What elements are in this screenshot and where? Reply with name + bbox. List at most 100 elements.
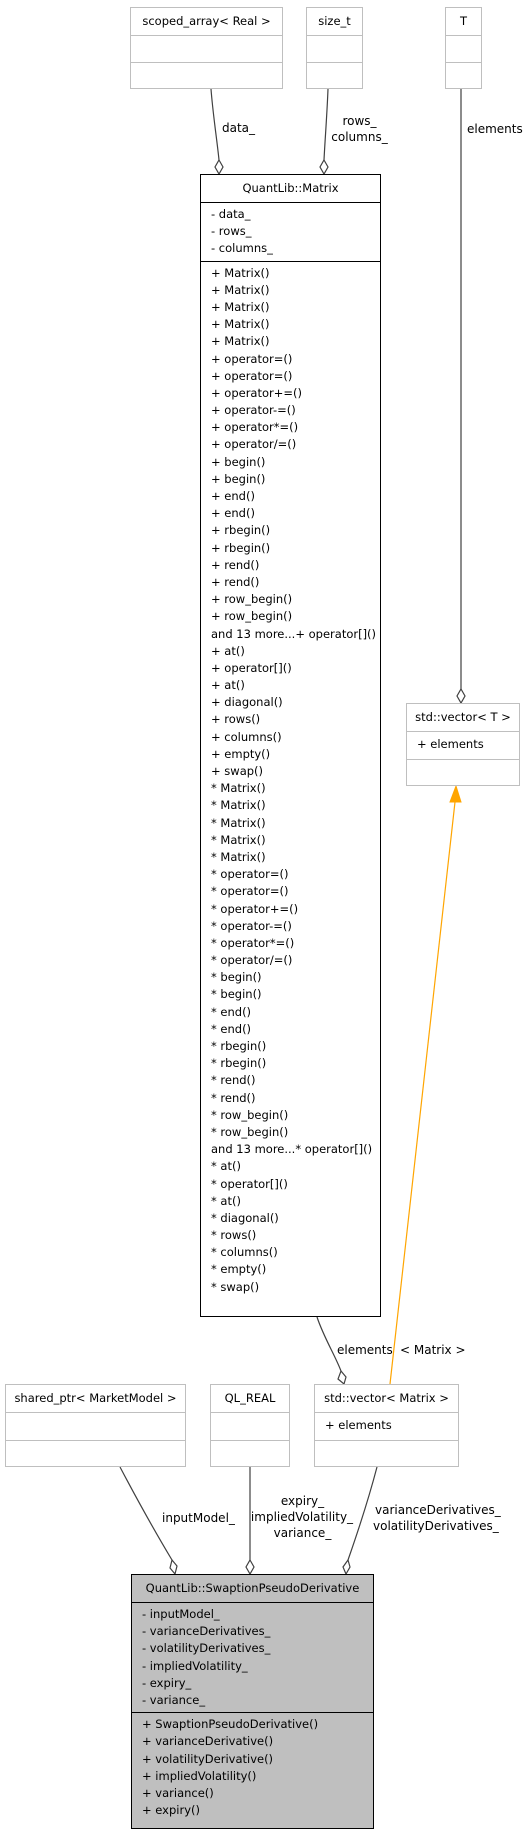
method-item: * rows() (211, 1228, 257, 1243)
methods-section: + SwaptionPseudoDerivative()+ varianceDe… (132, 1712, 373, 1822)
diamond-elements-t (456, 687, 466, 705)
diamond-elements-matrix (337, 1369, 347, 1386)
method-item: + operator+=() (211, 385, 302, 400)
class-quantlib-matrix[interactable]: QuantLib::Matrix - data_- rows_- columns… (200, 174, 381, 1317)
methods-section (315, 1440, 458, 1466)
attribute-item: - volatilityDerivatives_ (142, 1641, 271, 1656)
method-item: + row_begin() (211, 609, 293, 624)
method-item: + expiry() (142, 1803, 200, 1818)
attribute-item: - variance_ (142, 1692, 206, 1707)
method-item: + row_begin() (211, 592, 293, 607)
attribute-item: + elements (417, 737, 484, 751)
attribute-item: - rows_ (211, 224, 252, 239)
class-swaption-pseudo-derivative[interactable]: QuantLib::SwaptionPseudoDerivative - inp… (131, 1574, 374, 1829)
method-item: + rbegin() (211, 523, 271, 538)
diamond-data (214, 158, 224, 176)
method-item: + Matrix() (211, 317, 270, 332)
method-item: + Matrix() (211, 265, 270, 280)
edge-input-model (119, 1466, 173, 1561)
class-title: QuantLib::SwaptionPseudoDerivative (145, 1581, 360, 1595)
edge-label-elements-t: elements (467, 122, 523, 136)
attribute-item: + elements (325, 1418, 392, 1432)
attribute-item: - columns_ (211, 241, 273, 256)
attributes-section: - data_ - rows_ - columns_ (201, 202, 380, 261)
methods-section (6, 1440, 185, 1466)
class-size-t[interactable]: size_t (306, 7, 363, 89)
attribute-item: - data_ (211, 207, 251, 221)
edge-label-expiry: expiry_ (280, 1494, 325, 1508)
method-item: + diagonal() (211, 695, 283, 710)
method-item: + rend() (211, 557, 260, 572)
edge-elements-matrix (316, 1316, 342, 1372)
class-title: QL_REAL (224, 1391, 276, 1405)
class-title: std::vector< T > (415, 710, 511, 724)
attributes-section: + elements (407, 731, 519, 759)
method-item: + Matrix() (211, 282, 270, 297)
attribute-item: - expiry_ (142, 1675, 192, 1690)
edge-label-implied-volatility: impliedVolatility_ (250, 1510, 354, 1524)
edge-label-template-arg: < Matrix > (400, 1343, 466, 1357)
attributes-section: - inputModel_- varianceDerivatives_- vol… (132, 1602, 373, 1712)
class-title: size_t (318, 14, 351, 28)
method-item: + variance() (142, 1785, 214, 1800)
attributes-section (131, 35, 282, 62)
methods-section: + Matrix() + Matrix() + Matrix() + Matrix()… (201, 260, 380, 1299)
method-item: + end() (211, 489, 255, 503)
diamond-input-model (169, 1558, 178, 1576)
method-item: and 13 more...* operator[]() (211, 1142, 373, 1157)
class-t[interactable]: T (445, 7, 482, 89)
edge-label-variance-derivatives: varianceDerivatives_ (375, 1503, 501, 1517)
method-item: * rend() (211, 1090, 256, 1105)
method-item: + operator=() (211, 351, 293, 366)
method-item: * at() (211, 1159, 241, 1174)
method-item: * diagonal() (211, 1210, 279, 1225)
class-shared-ptr-market-model[interactable]: shared_ptr< MarketModel > (5, 1384, 186, 1467)
attribute-item: - impliedVolatility_ (142, 1658, 248, 1673)
class-title: T (459, 14, 468, 28)
class-ql-real[interactable]: QL_REAL (210, 1384, 290, 1467)
method-item: * Matrix() (211, 781, 266, 796)
method-item: + operator-=() (211, 403, 296, 418)
edge-label-elements-matrix: elements (337, 1343, 393, 1357)
method-item: + rend() (211, 574, 260, 589)
method-item: * end() (211, 1004, 252, 1019)
class-title: QuantLib::Matrix (242, 181, 339, 195)
method-item: + Matrix() (211, 334, 270, 349)
method-item: + rows() (211, 712, 261, 727)
method-item: * operator*=() (211, 935, 295, 950)
method-item: * swap() (211, 1279, 260, 1294)
method-item: * Matrix() (211, 798, 266, 813)
diamond-rows-columns (319, 158, 329, 176)
method-item: * empty() (211, 1262, 267, 1277)
class-title: std::vector< Matrix > (324, 1391, 449, 1405)
edge-label-rows: rows_ (342, 114, 377, 128)
method-item: + begin() (211, 471, 266, 486)
method-item: * row_begin() (211, 1124, 289, 1139)
method-item: * rend() (211, 1073, 256, 1088)
method-item: * at() (211, 1193, 241, 1208)
method-item: + end() (211, 506, 255, 521)
method-item: and 13 more...+ operator[]() (211, 626, 377, 641)
attribute-item: - inputModel_ (142, 1607, 220, 1621)
method-item: + impliedVolatility() (142, 1768, 257, 1783)
method-item: + swap() (211, 764, 264, 778)
method-item: * rbegin() (211, 1039, 267, 1053)
method-item: + columns() (211, 729, 282, 744)
method-item: + operator[]() (211, 660, 292, 675)
class-title: shared_ptr< MarketModel > (14, 1391, 177, 1405)
method-item: * operator+=() (211, 901, 299, 916)
template-arrowhead (449, 784, 462, 803)
method-item: * Matrix() (211, 849, 266, 864)
class-std-vector-t[interactable]: std::vector< T > + elements (406, 703, 520, 786)
edge-derivatives (347, 1466, 378, 1561)
class-std-vector-matrix[interactable]: std::vector< Matrix > + elements (314, 1384, 459, 1467)
method-item: + empty() (211, 746, 271, 761)
methods-section (211, 1440, 289, 1466)
class-title: scoped_array< Real > (142, 14, 271, 28)
diamond-ql-real (245, 1558, 255, 1576)
methods-section (407, 759, 519, 785)
method-item: * operator=() (211, 884, 289, 899)
method-item: + at() (211, 678, 245, 693)
class-scoped-array[interactable]: scoped_array< Real > (130, 7, 283, 89)
